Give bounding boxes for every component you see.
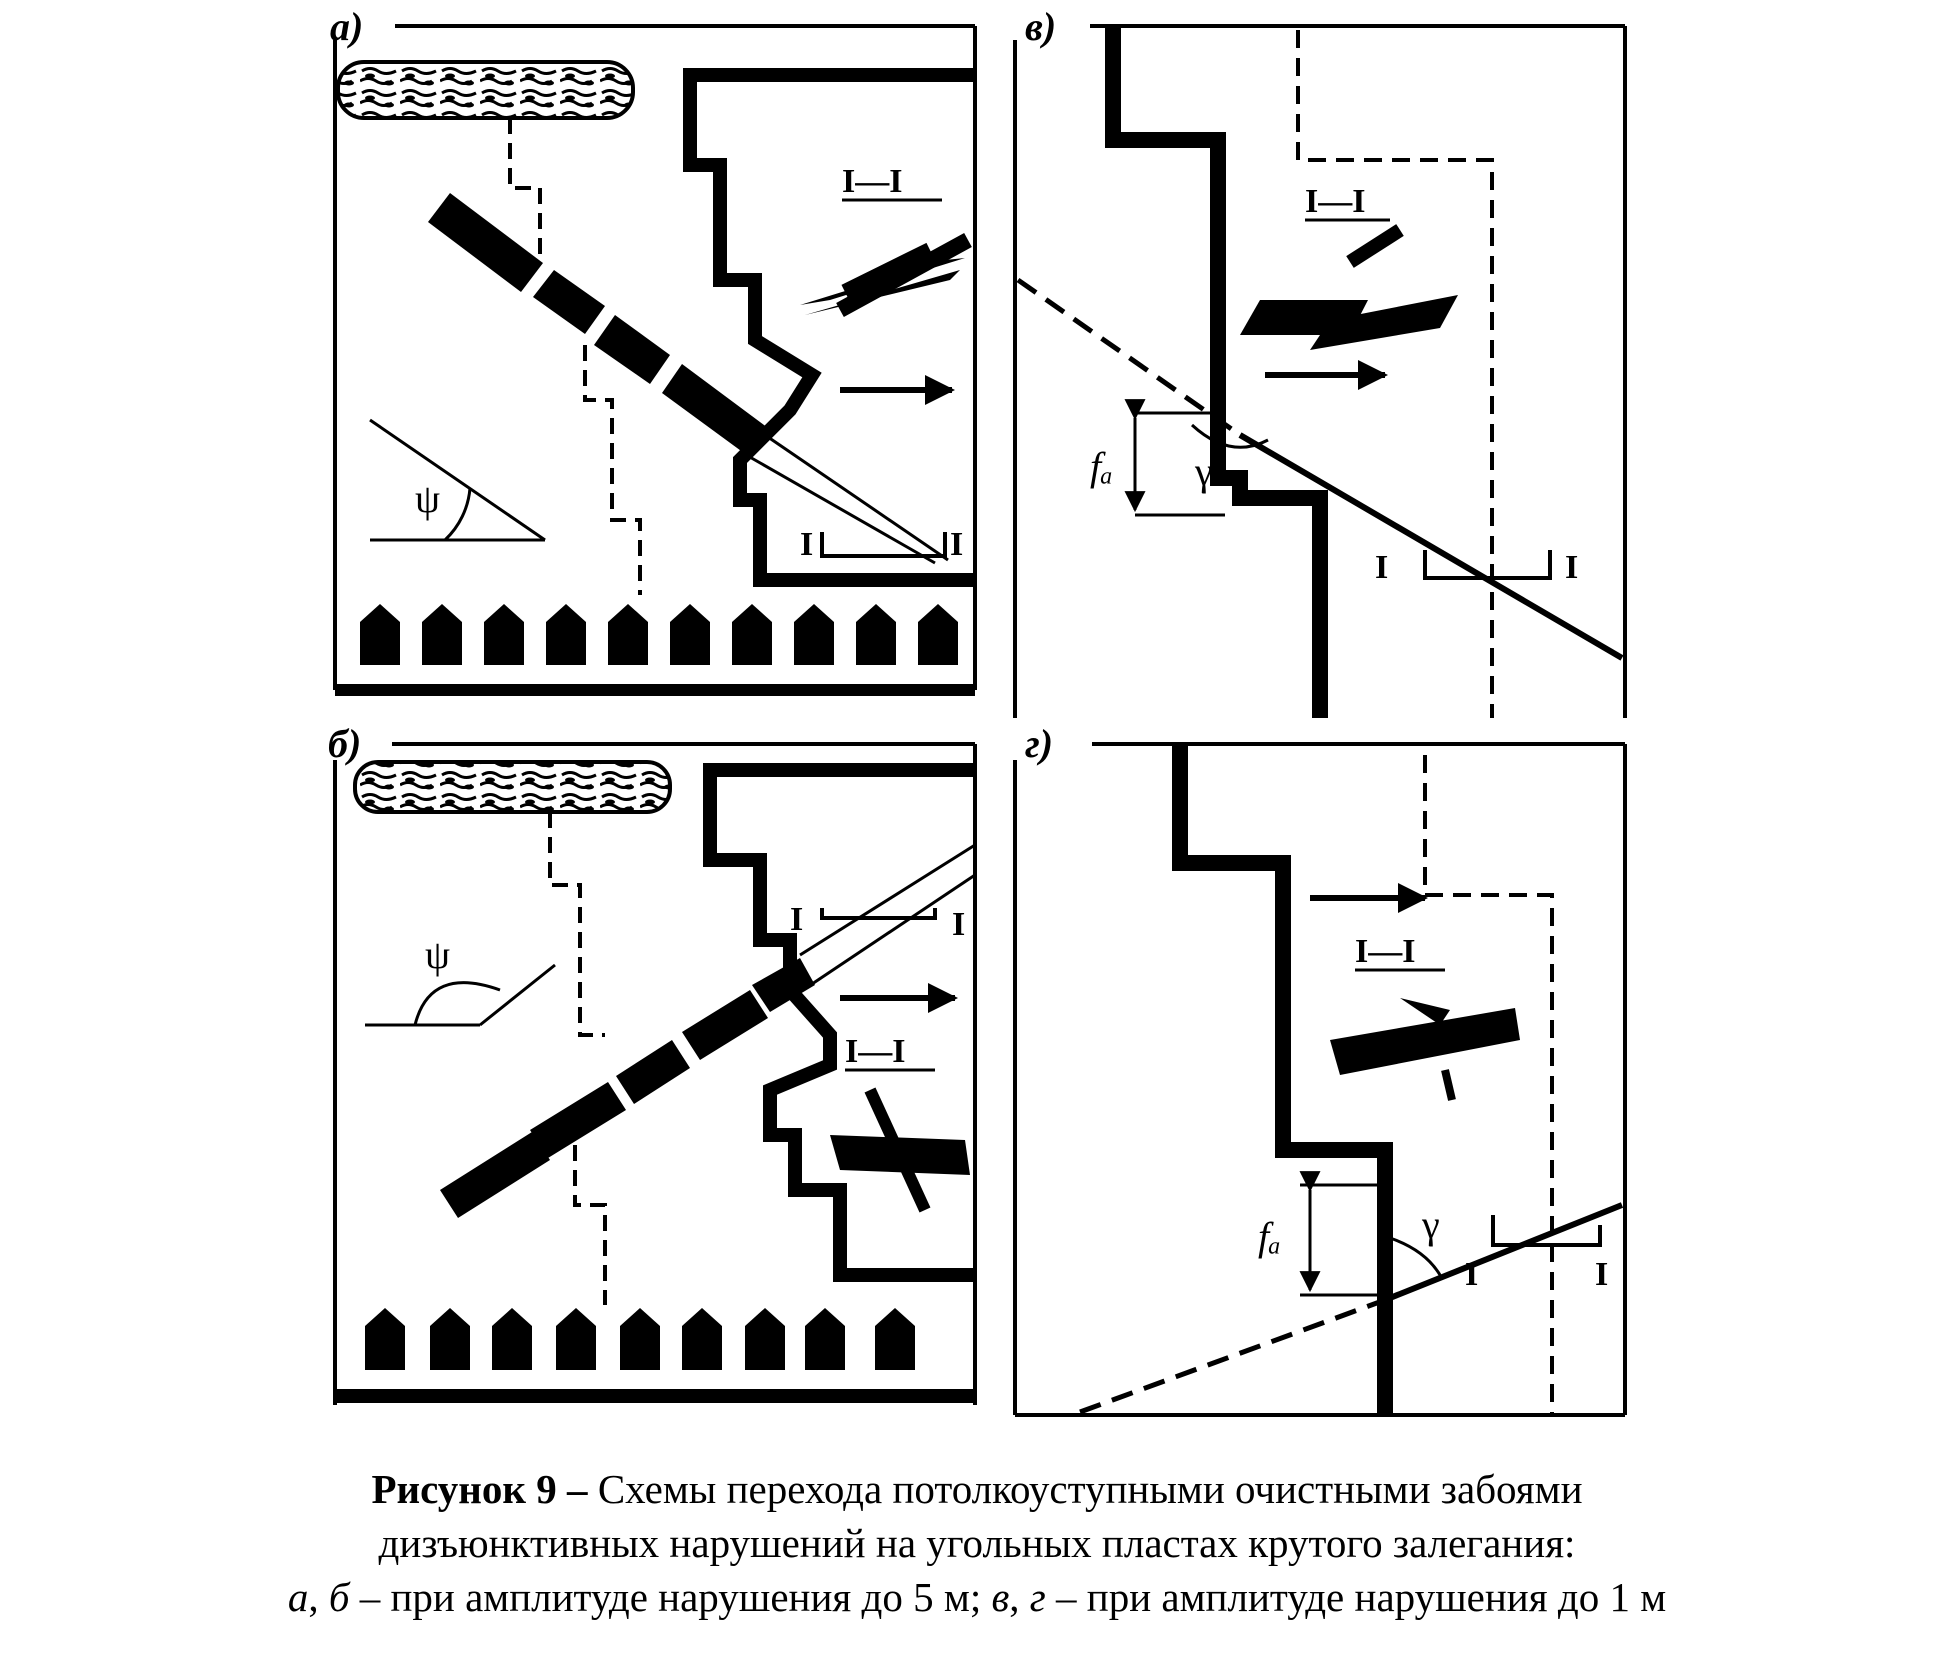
section-i-i-step bbox=[1346, 224, 1404, 268]
dashed-face-lower bbox=[573, 1145, 607, 1305]
fault-line-dashed bbox=[1079, 1297, 1386, 1415]
dip-angle-symbol: ψ bbox=[415, 476, 440, 521]
fault-angle-symbol: γ bbox=[1194, 449, 1213, 494]
panel-v-label: в) bbox=[1025, 4, 1056, 49]
dashed-face-upper bbox=[548, 812, 605, 1037]
caption-text-cd: – при амплитуде нарушения до 1 м bbox=[1045, 1574, 1667, 1620]
caption-text-ab: – при амплитуде нарушения до 5 м; bbox=[349, 1574, 992, 1620]
section-bracket bbox=[1491, 1215, 1602, 1247]
dashed-face-outline bbox=[1296, 30, 1494, 718]
section-bracket bbox=[820, 532, 947, 558]
section-end-right: I bbox=[952, 906, 965, 943]
caption-d: г bbox=[1029, 1574, 1046, 1620]
section-i-i-label: I—I bbox=[845, 1033, 905, 1070]
amplitude-extension-lines bbox=[1135, 411, 1225, 517]
amplitude-extension-lines bbox=[1300, 1183, 1382, 1297]
section-i-i-offset bbox=[864, 1087, 931, 1213]
caption-b: б bbox=[328, 1574, 350, 1620]
fault-angle-arc bbox=[1190, 423, 1269, 449]
caption-line-1: Рисунок 9 – Схемы перехода потолкоуступн… bbox=[0, 1462, 1954, 1516]
panel-b-label: б) bbox=[328, 721, 361, 766]
support-row bbox=[360, 604, 958, 665]
section-i-i-step bbox=[1400, 998, 1450, 1025]
section-end-right: I bbox=[1565, 549, 1578, 586]
section-i-i-offset bbox=[836, 232, 972, 318]
rock-pack bbox=[353, 760, 672, 814]
dip-line bbox=[479, 963, 556, 1027]
section-i-i-offset bbox=[1310, 295, 1458, 350]
dashed-face-upper bbox=[508, 118, 542, 258]
rock-pack bbox=[336, 60, 635, 120]
fault-angle-arc bbox=[1389, 1236, 1442, 1276]
dashed-face-outline bbox=[1423, 755, 1554, 1415]
fault-seam bbox=[428, 193, 949, 565]
caption-sep-1: , bbox=[308, 1574, 329, 1620]
section-i-i-label: I—I bbox=[1305, 183, 1365, 220]
section-i-i-label: I—I bbox=[842, 163, 902, 200]
section-end-right: I bbox=[950, 526, 963, 563]
panel-g: г) I—I fₐ γ I I bbox=[1013, 721, 1627, 1417]
panel-g-label: г) bbox=[1025, 721, 1053, 766]
caption-a: а bbox=[287, 1574, 309, 1620]
dip-line bbox=[369, 418, 546, 542]
caption-text-1: Схемы перехода потолкоуступными очистным… bbox=[587, 1466, 1583, 1512]
amplitude-symbol: fₐ bbox=[1090, 444, 1113, 489]
section-bracket bbox=[1423, 550, 1552, 580]
fault-line-dashed bbox=[1016, 277, 1242, 438]
section-end-right: I bbox=[1595, 1256, 1608, 1293]
section-end-left: I bbox=[1465, 1256, 1478, 1293]
panel-v: в) I—I fₐ γ I I bbox=[1013, 4, 1627, 718]
stepped-face-outline bbox=[683, 68, 975, 587]
section-i-i-label: I—I bbox=[1355, 933, 1415, 970]
fault-line bbox=[1383, 1202, 1624, 1303]
dashed-face-lower bbox=[583, 345, 642, 595]
figure-caption: Рисунок 9 – Схемы перехода потолкоуступн… bbox=[0, 1462, 1954, 1624]
section-end-left: I bbox=[800, 526, 813, 563]
dip-angle-arc bbox=[413, 981, 501, 1026]
fault-line bbox=[1238, 432, 1624, 661]
stepped-face-outline bbox=[1172, 744, 1393, 1415]
support-row bbox=[365, 1308, 915, 1370]
caption-figure-number: Рисунок 9 – bbox=[371, 1466, 588, 1512]
dip-angle-arc bbox=[443, 487, 472, 542]
stepped-face-outline bbox=[1105, 26, 1328, 718]
section-end-left: I bbox=[1375, 549, 1388, 586]
section-end-left: I bbox=[790, 901, 803, 938]
caption-sep-2: , bbox=[1009, 1574, 1030, 1620]
amplitude-symbol: fₐ bbox=[1258, 1214, 1281, 1259]
panel-a-bottom-drift bbox=[335, 684, 975, 696]
section-i-i-offset bbox=[1441, 1069, 1456, 1101]
panel-a: а) I—I bbox=[330, 4, 977, 696]
caption-line-3: а, б – при амплитуде нарушения до 5 м; в… bbox=[0, 1570, 1954, 1624]
caption-line-2: дизъюнктивных нарушений на угольных плас… bbox=[378, 1520, 1576, 1566]
panel-b: б) I—I bbox=[328, 721, 977, 1405]
fault-angle-symbol: γ bbox=[1421, 1202, 1440, 1247]
section-bracket bbox=[820, 908, 937, 920]
section-i-i-shape bbox=[1330, 1008, 1520, 1075]
caption-c: в bbox=[991, 1574, 1010, 1620]
dip-angle-symbol: ψ bbox=[425, 932, 450, 977]
stepped-face-outline bbox=[703, 763, 975, 1282]
panel-b-bottom-drift bbox=[335, 1389, 975, 1403]
